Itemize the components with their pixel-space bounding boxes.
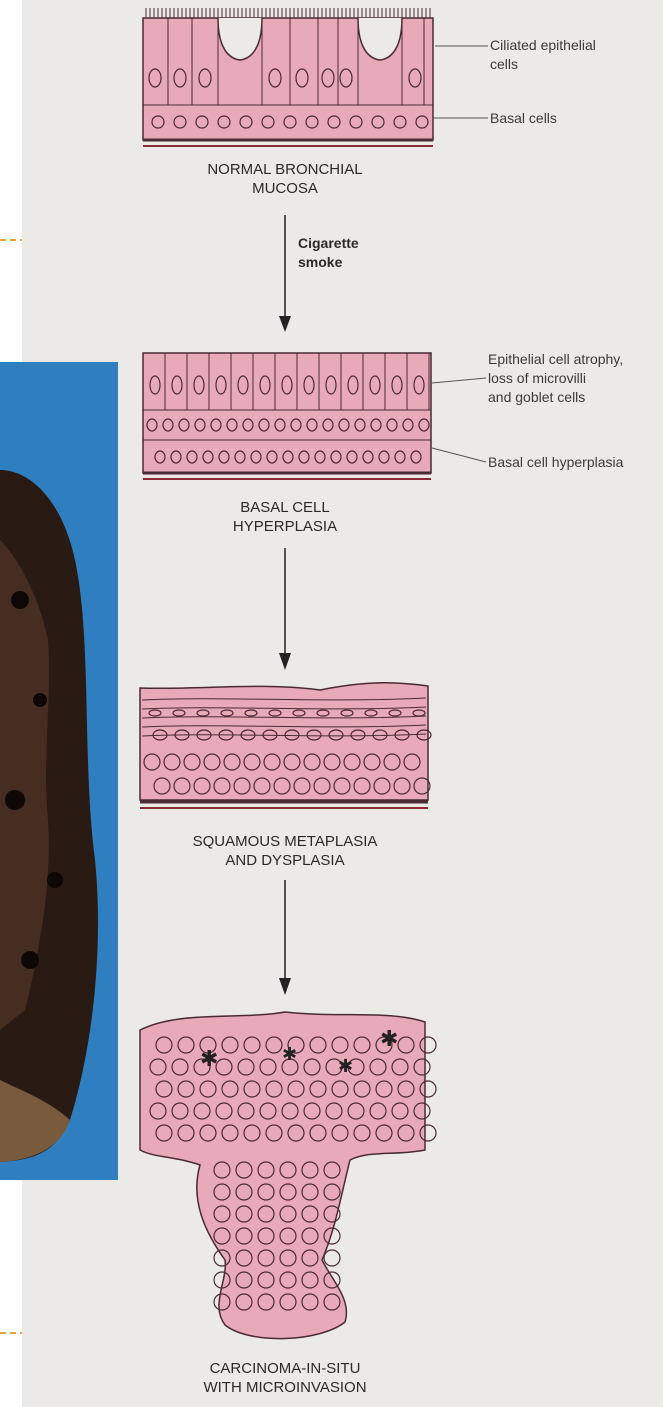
svg-text:✱: ✱ [380,1026,398,1051]
svg-text:✱: ✱ [338,1056,353,1076]
normal-mucosa-drawing [143,8,433,146]
hyperplasia-drawing [143,353,431,479]
basal-hyperplasia-label: Basal cell hyperplasia [488,453,663,472]
stage-title-metaplasia: SQUAMOUS METAPLASIA AND DYSPLASIA [150,832,420,870]
lung-photo [0,362,118,1180]
svg-text:✱: ✱ [200,1046,218,1071]
atrophy-label: Epithelial cell atrophy, loss of microvi… [488,350,663,407]
metaplasia-drawing [140,683,431,808]
svg-text:✱: ✱ [282,1044,297,1064]
stage-title-normal: NORMAL BRONCHIAL MUCOSA [160,160,410,198]
cigarette-smoke-label: Cigarette smoke [298,234,408,272]
basal-cells-label: Basal cells [490,109,655,128]
stage-title-hyperplasia: BASAL CELL HYPERPLASIA [160,498,410,536]
stage-title-carcinoma: CARCINOMA-IN-SITU WITH MICROINVASION [150,1359,420,1397]
ciliated-label: Ciliated epithelial cells [490,36,655,74]
